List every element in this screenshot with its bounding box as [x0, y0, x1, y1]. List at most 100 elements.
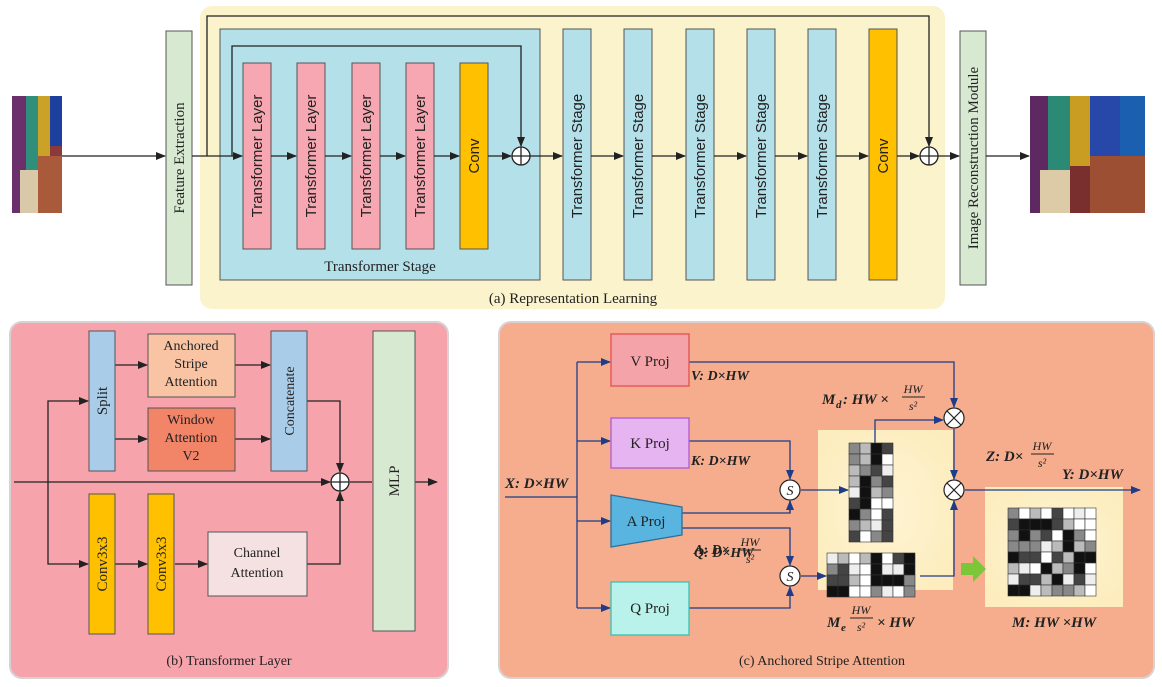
matrix-cell: [1062, 540, 1075, 553]
matrix-cell: [848, 464, 861, 477]
matrix-cell: [848, 552, 861, 565]
matrix-cell: [870, 464, 883, 477]
me-label: M e HW s² × HW: [826, 603, 916, 634]
matrix-cell: [870, 453, 883, 466]
transformer-stage-block: Transformer Stage: [746, 28, 776, 281]
matrix-cell: [1007, 529, 1020, 542]
image-reconstruction-block: [959, 30, 987, 286]
matrix-cell: [826, 552, 839, 565]
svg-text:Transformer Layer: Transformer Layer: [412, 95, 429, 218]
feature-extraction-block: [165, 30, 193, 286]
matrix-cell: [1051, 562, 1064, 575]
matrix-cell: [859, 475, 872, 488]
transformer-stage-block: Transformer Stage: [623, 28, 653, 281]
matrix-cell: [1018, 507, 1031, 520]
matrix-cell: [870, 563, 883, 576]
matrix-cell: [1062, 518, 1075, 531]
matrix-cell: [881, 453, 894, 466]
transformer-layer-block: Transformer Layer: [405, 62, 435, 250]
matrix-cell: [837, 574, 850, 587]
svg-text:s²: s²: [857, 620, 866, 634]
multiply-node: [943, 407, 965, 429]
matrix-cell: [1062, 507, 1075, 520]
softmax-node: S: [779, 565, 801, 587]
matrix-cell: [848, 585, 861, 598]
matrix-cell: [1007, 573, 1020, 586]
svg-text:× HW: × HW: [877, 615, 916, 631]
residual-add-outer: [919, 146, 939, 166]
matrix-cell: [837, 585, 850, 598]
channel-attention-block: Channel Attention: [207, 531, 308, 597]
m-label: M: HW ×HW: [1011, 615, 1098, 631]
me-attention-matrix: [826, 552, 916, 598]
svg-text:Conv: Conv: [875, 138, 892, 174]
svg-text:: HW ×: : HW ×: [843, 392, 889, 408]
svg-text:Attention: Attention: [231, 566, 284, 581]
matrix-cell: [1007, 551, 1020, 564]
a-proj-block: A Proj: [610, 494, 683, 548]
window-attention-v2-block: Window Attention V2: [147, 407, 236, 472]
matrix-cell: [870, 475, 883, 488]
matrix-cell: [826, 585, 839, 598]
matrix-cell: [848, 574, 861, 587]
output-image: [1030, 96, 1145, 213]
matrix-cell: [859, 552, 872, 565]
k-label: K: D×HW: [690, 454, 751, 469]
matrix-cell: [1084, 584, 1097, 597]
matrix-cell: [870, 519, 883, 532]
feature-extraction-label: Feature Extraction: [172, 102, 188, 214]
matrix-cell: [881, 508, 894, 521]
svg-text:Z: D×: Z: D×: [985, 449, 1023, 465]
matrix-cell: [859, 563, 872, 576]
svg-text:S: S: [787, 484, 794, 499]
anchored-stripe-attention-block: Anchored Stripe Attention: [147, 333, 236, 398]
svg-text:Anchored: Anchored: [163, 339, 218, 354]
svg-text:HW: HW: [903, 382, 924, 396]
svg-text:A Proj: A Proj: [627, 514, 666, 530]
matrix-cell: [859, 497, 872, 510]
panel-c-connections: [505, 358, 1141, 612]
matrix-cell: [1073, 573, 1086, 586]
svg-text:M: M: [826, 615, 841, 631]
matrix-cell: [859, 519, 872, 532]
svg-text:Transformer Stage: Transformer Stage: [692, 94, 709, 219]
transformer-stage-block: Transformer Stage: [685, 28, 715, 281]
panel-b-connections: [14, 361, 438, 568]
matrix-cell: [1051, 529, 1064, 542]
panel-b-caption: (b) Transformer Layer: [166, 654, 292, 669]
z-label: Z: D× HW s²: [985, 439, 1054, 470]
matrix-cell: [870, 486, 883, 499]
svg-text:e: e: [841, 622, 846, 634]
matrix-cell: [1051, 518, 1064, 531]
matrix-cell: [848, 475, 861, 488]
svg-text:Q Proj: Q Proj: [630, 601, 670, 617]
svg-text:Transformer Stage: Transformer Stage: [814, 94, 831, 219]
matrix-cell: [1029, 540, 1042, 553]
q-label: Q: D×HW: [694, 546, 755, 561]
matrix-cell: [859, 453, 872, 466]
matrix-cell: [870, 552, 883, 565]
matrix-cell: [1029, 551, 1042, 564]
matrix-cell: [859, 486, 872, 499]
v-proj-block: V Proj: [610, 333, 690, 387]
svg-text:K Proj: K Proj: [630, 436, 670, 452]
matrix-cell: [1018, 540, 1031, 553]
md-attention-matrix: [848, 442, 894, 543]
matrix-cell: [1007, 518, 1020, 531]
matrix-cell: [1073, 540, 1086, 553]
svg-text:Concatenate: Concatenate: [283, 366, 298, 435]
matrix-cell: [881, 563, 894, 576]
matrix-cell: [1084, 507, 1097, 520]
conv3x3-block-1: Conv3x3: [88, 493, 116, 635]
svg-text:HW: HW: [1032, 439, 1053, 453]
matrix-cell: [881, 475, 894, 488]
matrix-cell: [848, 508, 861, 521]
concatenate-block: Concatenate: [270, 330, 308, 472]
inner-stage-label: Transformer Stage: [324, 259, 436, 275]
matrix-cell: [1029, 573, 1042, 586]
svg-text:Transformer Stage: Transformer Stage: [569, 94, 586, 219]
matrix-cell: [1029, 507, 1042, 520]
panel-c-caption: (c) Anchored Stripe Attention: [739, 654, 905, 669]
matrix-cell: [870, 508, 883, 521]
matrix-cell: [1062, 573, 1075, 586]
